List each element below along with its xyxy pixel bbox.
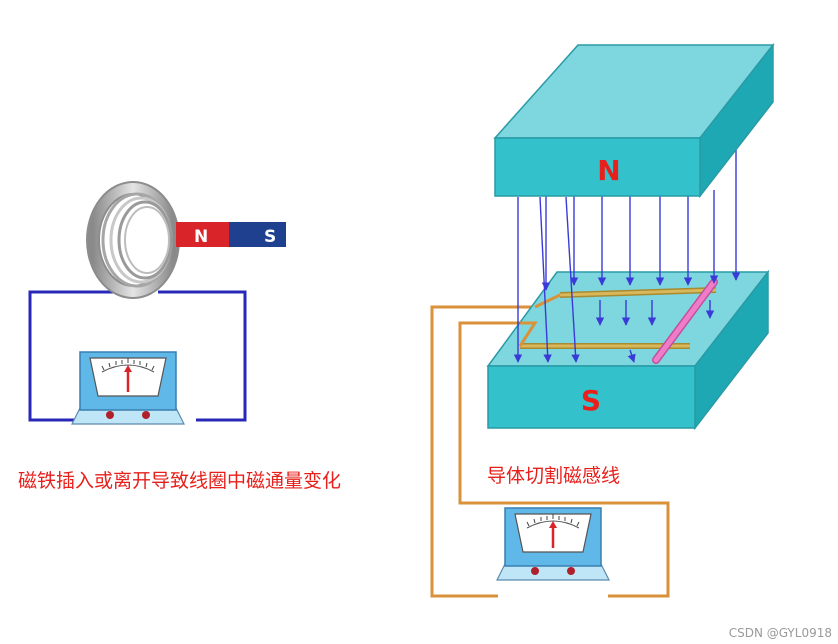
- bar-magnet: N S: [176, 222, 286, 247]
- magnetic-field-lines: [513, 150, 741, 363]
- coil-icon: [86, 181, 180, 299]
- magnet-south-label: S: [264, 227, 276, 247]
- right-galvanometer-icon: [495, 506, 611, 582]
- north-magnet-block: N: [493, 42, 775, 199]
- right-circuit-wire: [430, 305, 670, 598]
- magnet-north: [176, 222, 229, 247]
- south-pole-label: S: [581, 384, 601, 417]
- magnet-north-label: N: [194, 227, 208, 247]
- right-diagram: S: [430, 42, 775, 598]
- left-diagram: N S: [28, 181, 286, 426]
- magnet-south: [229, 222, 286, 247]
- watermark: CSDN @GYL0918: [728, 626, 832, 640]
- right-caption: 导体切割磁感线: [487, 465, 621, 487]
- left-circuit-wire: [28, 290, 247, 422]
- left-galvanometer-icon: [70, 350, 186, 426]
- north-pole-label: N: [597, 154, 620, 187]
- left-caption: 磁铁插入或离开导致线圈中磁通量变化: [18, 470, 342, 492]
